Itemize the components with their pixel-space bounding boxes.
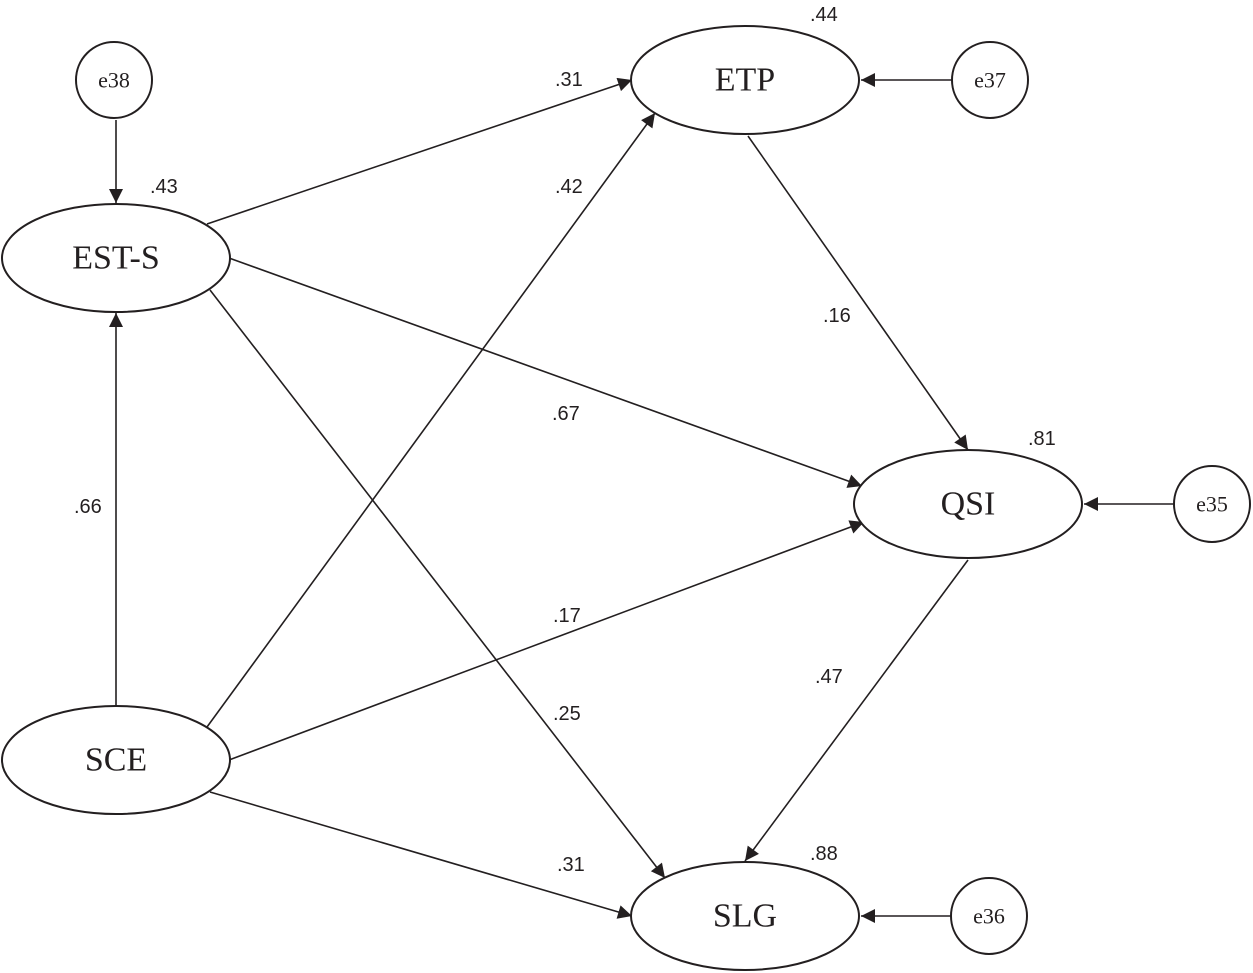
error-e36-label: e36	[973, 904, 1005, 929]
node-sce: SCE	[1, 705, 231, 815]
path-qsi-to-slg	[744, 559, 969, 862]
error-e38: e38	[75, 41, 153, 119]
error-e35-circle	[1173, 465, 1251, 543]
node-sce-label: SCE	[85, 742, 147, 779]
error-e36-circle	[950, 877, 1028, 955]
node-etp: ETP	[630, 25, 860, 135]
coef-sce-etp: .42	[555, 176, 583, 198]
node-ests: EST-S	[1, 203, 231, 313]
r-squared-labels: .43 .44 .81 .88	[150, 4, 1056, 865]
node-etp-ellipse	[630, 25, 860, 135]
node-sce-ellipse	[1, 705, 231, 815]
coef-ests-etp: .31	[555, 69, 583, 91]
coef-qsi-slg: .47	[815, 666, 843, 688]
error-e37-circle	[951, 41, 1029, 119]
path-coefficients: .31 .42 .16 .67 .66 .17 .25 .47 .31	[74, 69, 851, 876]
coef-sce-qsi: .17	[553, 605, 581, 627]
error-e35: e35	[1173, 465, 1251, 543]
path-sce-to-slg	[209, 791, 633, 919]
path-ests-to-etp	[206, 77, 633, 225]
error-e38-label: e38	[98, 68, 130, 93]
error-e36: e36	[950, 877, 1028, 955]
coef-etp-qsi: .16	[823, 305, 851, 327]
r2-ests: .43	[150, 176, 178, 198]
coef-sce-ests: .66	[74, 496, 102, 518]
path-sce-to-qsi	[228, 520, 865, 761]
error-e38-circle	[75, 41, 153, 119]
node-slg-label: SLG	[713, 898, 777, 935]
node-qsi-label: QSI	[941, 486, 996, 523]
coef-ests-slg: .25	[553, 703, 581, 725]
path-sce-to-etp	[206, 112, 656, 728]
error-e37: e37	[951, 41, 1029, 119]
coef-ests-qsi: .67	[552, 403, 580, 425]
error-e37-label: e37	[974, 68, 1006, 93]
path-ests-to-slg	[209, 289, 666, 879]
error-e35-label: e35	[1196, 492, 1228, 517]
node-slg-ellipse	[630, 861, 860, 971]
node-slg: SLG	[630, 861, 860, 971]
path-ests-to-qsi	[228, 257, 863, 488]
r2-slg: .88	[810, 843, 838, 865]
node-qsi: QSI	[853, 449, 1083, 559]
node-ests-label: EST-S	[72, 240, 160, 277]
paths-layer	[109, 73, 1175, 923]
r2-etp: .44	[810, 4, 838, 26]
node-ests-ellipse	[1, 203, 231, 313]
path-etp-to-qsi	[747, 135, 969, 451]
r2-qsi: .81	[1028, 428, 1056, 450]
coef-sce-slg: .31	[557, 854, 585, 876]
node-etp-label: ETP	[715, 62, 775, 99]
node-qsi-ellipse	[853, 449, 1083, 559]
